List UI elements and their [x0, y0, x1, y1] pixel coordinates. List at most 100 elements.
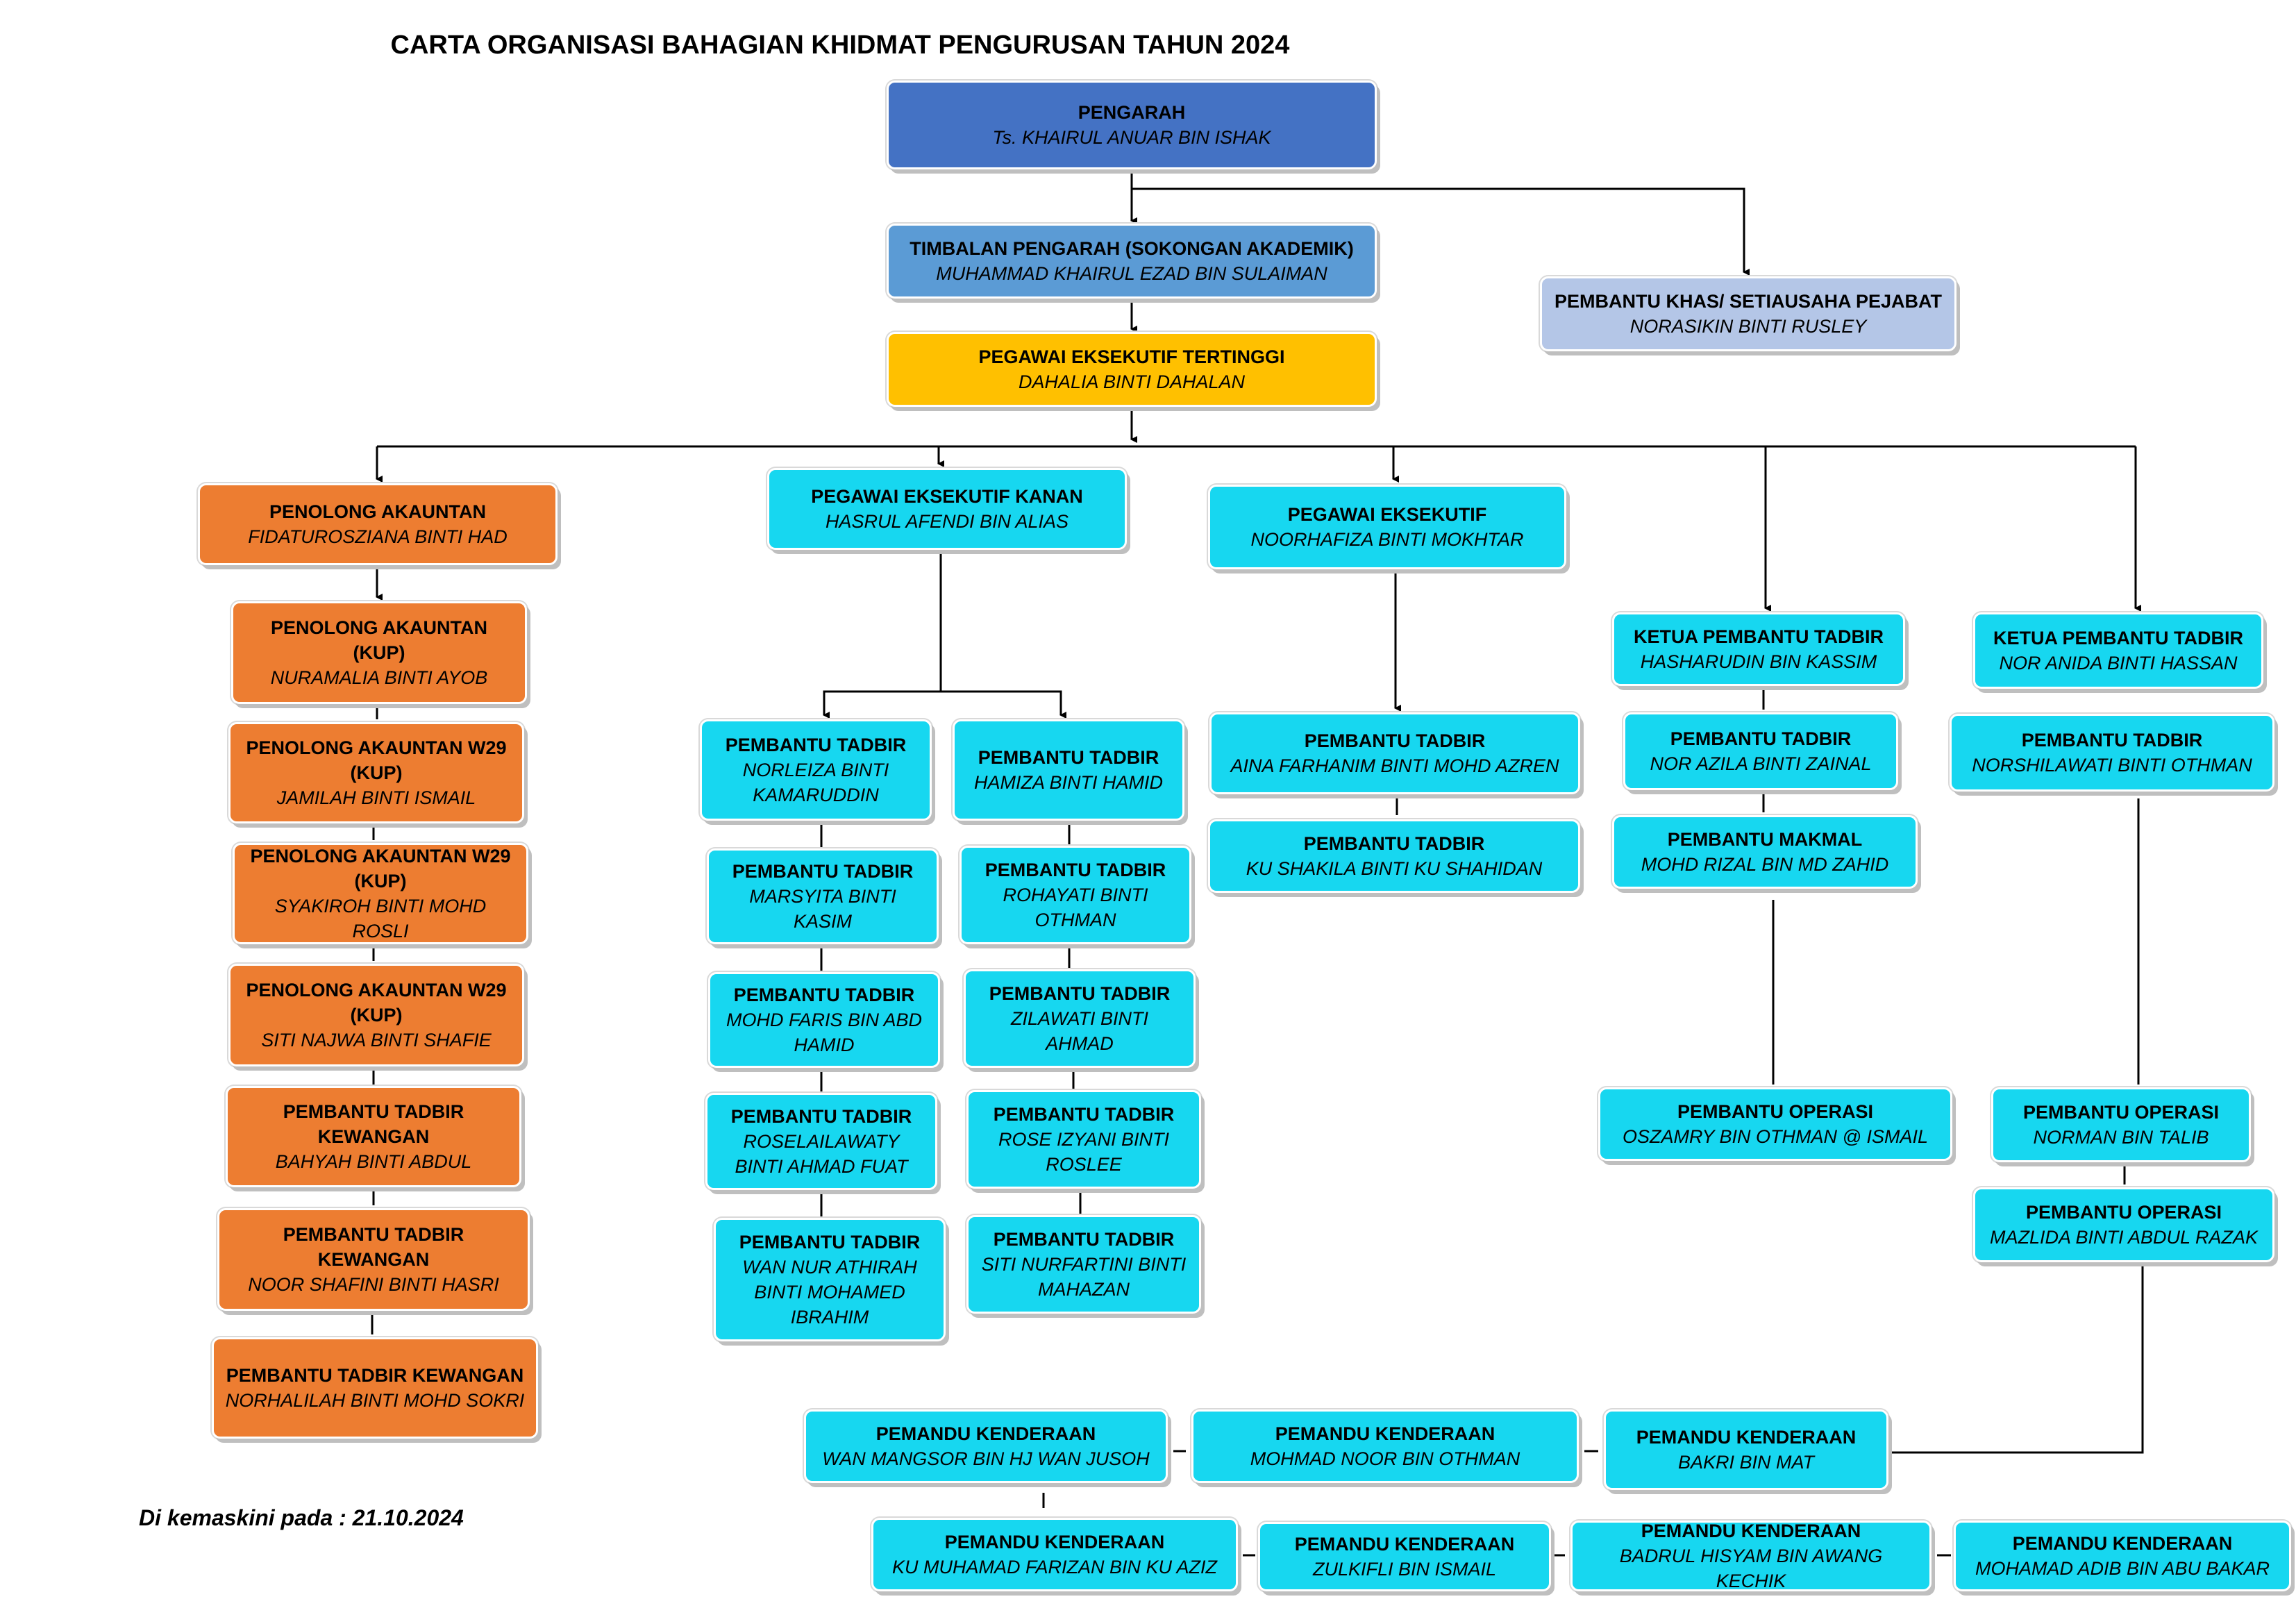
box-pembantu-tadbir-norleiza: PEMBANTU TADBIR NORLEIZA BINTI KAMARUDDI…	[700, 719, 932, 821]
role-label: PEGAWAI EKSEKUTIF TERTINGGI	[978, 346, 1285, 367]
box-pembantu-tadbir-kewangan-1: PEMBANTU TADBIR KEWANGAN BAHYAH BINTI AB…	[226, 1086, 521, 1187]
role-label: PEMBANTU TADBIR	[2021, 730, 2203, 751]
role-label: KETUA PEMBANTU TADBIR	[1634, 626, 1884, 647]
role-label: PEMBANTU TADBIR	[993, 1104, 1175, 1125]
role-label: PEMANDU KENDERAAN	[2012, 1533, 2233, 1554]
chart-title: CARTA ORGANISASI BAHAGIAN KHIDMAT PENGUR…	[390, 31, 1290, 60]
role-label: PEMBANTU OPERASI	[2025, 1202, 2222, 1223]
person-name: BAKRI BIN MAT	[1677, 1452, 1815, 1473]
box-pegawai-eksekutif-kanan: PEGAWAI EKSEKUTIF KANAN HASRUL AFENDI BI…	[767, 468, 1127, 550]
box-pembantu-tadbir-hamiza: PEMBANTU TADBIR HAMIZA BINTI HAMID	[953, 719, 1184, 821]
box-pembantu-operasi-oszamry: PEMBANTU OPERASI OSZAMRY BIN OTHMAN @ IS…	[1598, 1087, 1952, 1161]
box-pembantu-tadbir-faris: PEMBANTU TADBIR MOHD FARIS BIN ABD HAMID	[708, 972, 940, 1068]
role-label: PEGAWAI EKSEKUTIF	[1287, 504, 1487, 525]
box-ketua-pembantu-tadbir-2: KETUA PEMBANTU TADBIR NOR ANIDA BINTI HA…	[1973, 612, 2263, 689]
box-ketua-pembantu-tadbir-1: KETUA PEMBANTU TADBIR HASHARUDIN BIN KAS…	[1612, 612, 1905, 686]
box-pemandu-bakri: PEMANDU KENDERAAN BAKRI BIN MAT	[1604, 1409, 1888, 1490]
person-name: NORASIKIN BINTI RUSLEY	[1629, 316, 1867, 337]
person-name: NURAMALIA BINTI AYOB	[270, 667, 488, 688]
role-label: PEMANDU KENDERAAN	[1636, 1427, 1857, 1448]
person-name: ZULKIFLI BIN ISMAIL	[1312, 1559, 1497, 1580]
box-pembantu-operasi-mazlida: PEMBANTU OPERASI MAZLIDA BINTI ABDUL RAZ…	[1973, 1187, 2274, 1262]
role-label: PENOLONG AKAUNTAN (KUP)	[271, 617, 487, 663]
role-label: PEMBANTU TADBIR KEWANGAN	[226, 1365, 524, 1386]
box-pembantu-tadbir-nurfartini: PEMBANTU TADBIR SITI NURFARTINI BINTI MA…	[966, 1215, 1201, 1314]
person-name: HASRUL AFENDI BIN ALIAS	[825, 511, 1069, 532]
role-label: PEMBANTU TADBIR	[730, 1106, 912, 1127]
person-name: NOORHAFIZA BINTI MOKHTAR	[1250, 529, 1524, 550]
box-pembantu-tadbir-nor-azila: PEMBANTU TADBIR NOR AZILA BINTI ZAINAL	[1623, 712, 1898, 790]
person-name: ROSE IZYANI BINTI ROSLEE	[998, 1129, 1170, 1175]
role-label: PEMANDU KENDERAAN	[1641, 1521, 1861, 1541]
person-name: KU MUHAMAD FARIZAN BIN KU AZIZ	[891, 1557, 1218, 1577]
person-name: NORHALILAH BINTI MOHD SOKRI	[225, 1390, 525, 1411]
box-penolong-akauntan-w29-2: PENOLONG AKAUNTAN W29 (KUP) SYAKIROH BIN…	[233, 843, 528, 944]
person-name: HAMIZA BINTI HAMID	[973, 772, 1163, 793]
person-name: JAMILAH BINTI ISMAIL	[276, 787, 476, 808]
person-name: SITI NAJWA BINTI SHAFIE	[261, 1030, 492, 1050]
box-pembantu-tadbir-aina: PEMBANTU TADBIR AINA FARHANIM BINTI MOHD…	[1209, 712, 1580, 794]
box-pembantu-tadbir-ku-shakila: PEMBANTU TADBIR KU SHAKILA BINTI KU SHAH…	[1208, 819, 1580, 893]
role-label: PEGAWAI EKSEKUTIF KANAN	[811, 486, 1083, 507]
box-pengarah: PENGARAH Ts. KHAIRUL ANUAR BIN ISHAK	[887, 81, 1377, 169]
role-label: PEMBANTU MAKMAL	[1667, 829, 1863, 850]
person-name: MAZLIDA BINTI ABDUL RAZAK	[1989, 1227, 2259, 1248]
role-label: PEMANDU KENDERAAN	[875, 1423, 1096, 1444]
person-name: NOOR SHAFINI BINTI HASRI	[248, 1274, 499, 1295]
role-label: PEMBANTU KHAS/ SETIAUSAHA PEJABAT	[1554, 291, 1943, 312]
box-pembantu-tadbir-norshilawati: PEMBANTU TADBIR NORSHILAWATI BINTI OTHMA…	[1950, 714, 2274, 792]
role-label: PEMBANTU TADBIR	[984, 860, 1166, 880]
person-name: ROHAYATI BINTI OTHMAN	[1003, 885, 1148, 930]
role-label: PEMBANTU TADBIR	[733, 985, 915, 1005]
person-name: NORMAN BIN TALIB	[2033, 1127, 2209, 1148]
person-name: MOHMAD NOOR BIN OTHMAN	[1250, 1448, 1520, 1469]
box-pembantu-tadbir-rose-izyani: PEMBANTU TADBIR ROSE IZYANI BINTI ROSLEE	[966, 1090, 1201, 1189]
box-pembantu-makmal: PEMBANTU MAKMAL MOHD RIZAL BIN MD ZAHID	[1612, 815, 1918, 889]
person-name: AINA FARHANIM BINTI MOHD AZREN	[1230, 755, 1559, 776]
box-pemandu-badrul: PEMANDU KENDERAAN BADRUL HISYAM BIN AWAN…	[1570, 1521, 1932, 1591]
person-name: OSZAMRY BIN OTHMAN @ ISMAIL	[1623, 1126, 1928, 1147]
role-label: PENOLONG AKAUNTAN W29 (KUP)	[246, 980, 507, 1026]
box-pembantu-tadbir-rohayati: PEMBANTU TADBIR ROHAYATI BINTI OTHMAN	[960, 846, 1191, 944]
person-name: DAHALIA BINTI DAHALAN	[1018, 371, 1246, 392]
role-label: PENGARAH	[1078, 102, 1186, 123]
person-name: MOHD FARIS BIN ABD HAMID	[726, 1010, 923, 1055]
person-name: KU SHAKILA BINTI KU SHAHIDAN	[1246, 858, 1543, 879]
box-penolong-akauntan-w29-1: PENOLONG AKAUNTAN W29 (KUP) JAMILAH BINT…	[228, 722, 524, 823]
update-date-note: Di kemaskini pada : 21.10.2024	[139, 1505, 464, 1530]
box-penolong-akauntan: PENOLONG AKAUNTAN FIDATUROSZIANA BINTI H…	[198, 483, 558, 565]
box-pembantu-operasi-norman: PEMBANTU OPERASI NORMAN BIN TALIB	[1991, 1087, 2251, 1162]
person-name: MOHD RIZAL BIN MD ZAHID	[1641, 854, 1889, 875]
person-name: Ts. KHAIRUL ANUAR BIN ISHAK	[992, 127, 1271, 148]
box-pemandu-mohamad-adib: PEMANDU KENDERAAN MOHAMAD ADIB BIN ABU B…	[1954, 1521, 2291, 1591]
person-name: WAN MANGSOR BIN HJ WAN JUSOH	[822, 1448, 1150, 1469]
person-name: NORSHILAWATI BINTI OTHMAN	[1972, 755, 2252, 776]
box-pembantu-tadbir-kewangan-2: PEMBANTU TADBIR KEWANGAN NOOR SHAFINI BI…	[217, 1208, 530, 1311]
box-penolong-akauntan-kup: PENOLONG AKAUNTAN (KUP) NURAMALIA BINTI …	[231, 601, 527, 704]
box-pegawai-eksekutif: PEGAWAI EKSEKUTIF NOORHAFIZA BINTI MOKHT…	[1208, 485, 1566, 569]
role-label: PEMBANTU TADBIR	[725, 735, 907, 755]
person-name: BAHYAH BINTI ABDUL	[275, 1151, 472, 1172]
box-penolong-akauntan-w29-3: PENOLONG AKAUNTAN W29 (KUP) SITI NAJWA B…	[228, 964, 524, 1066]
box-pembantu-khas: PEMBANTU KHAS/ SETIAUSAHA PEJABAT NORASI…	[1540, 276, 1956, 351]
person-name: NORLEIZA BINTI KAMARUDDIN	[742, 760, 889, 805]
box-pembantu-tadbir-marsyita: PEMBANTU TADBIR MARSYITA BINTI KASIM	[707, 848, 939, 944]
role-label: PEMANDU KENDERAAN	[1275, 1423, 1495, 1444]
box-pembantu-tadbir-athirah: PEMBANTU TADBIR WAN NUR ATHIRAH BINTI MO…	[714, 1218, 946, 1341]
role-label: TIMBALAN PENGARAH (SOKONGAN AKADEMIK)	[910, 238, 1354, 259]
role-label: PEMBANTU OPERASI	[1677, 1101, 1874, 1122]
role-label: PEMBANTU OPERASI	[2022, 1102, 2220, 1123]
person-name: MARSYITA BINTI KASIM	[749, 886, 896, 932]
box-pemandu-mohmad-noor: PEMANDU KENDERAAN MOHMAD NOOR BIN OTHMAN	[1191, 1409, 1579, 1483]
person-name: ROSELAILAWATY BINTI AHMAD FUAT	[735, 1131, 908, 1177]
person-name: BADRUL HISYAM BIN AWANG KECHIK	[1619, 1546, 1883, 1591]
person-name: NOR ANIDA BINTI HASSAN	[1999, 653, 2238, 673]
role-label: PEMBANTU TADBIR	[739, 1232, 921, 1253]
role-label: PEMANDU KENDERAAN	[944, 1532, 1165, 1552]
person-name: MOHAMAD ADIB BIN ABU BAKAR	[1975, 1558, 2270, 1579]
role-label: PEMBANTU TADBIR	[989, 983, 1171, 1004]
box-pemandu-wan-mangsor: PEMANDU KENDERAAN WAN MANGSOR BIN HJ WAN…	[804, 1409, 1168, 1483]
person-name: SYAKIROH BINTI MOHD ROSLI	[274, 896, 487, 941]
role-label: PEMBANTU TADBIR KEWANGAN	[283, 1224, 464, 1270]
